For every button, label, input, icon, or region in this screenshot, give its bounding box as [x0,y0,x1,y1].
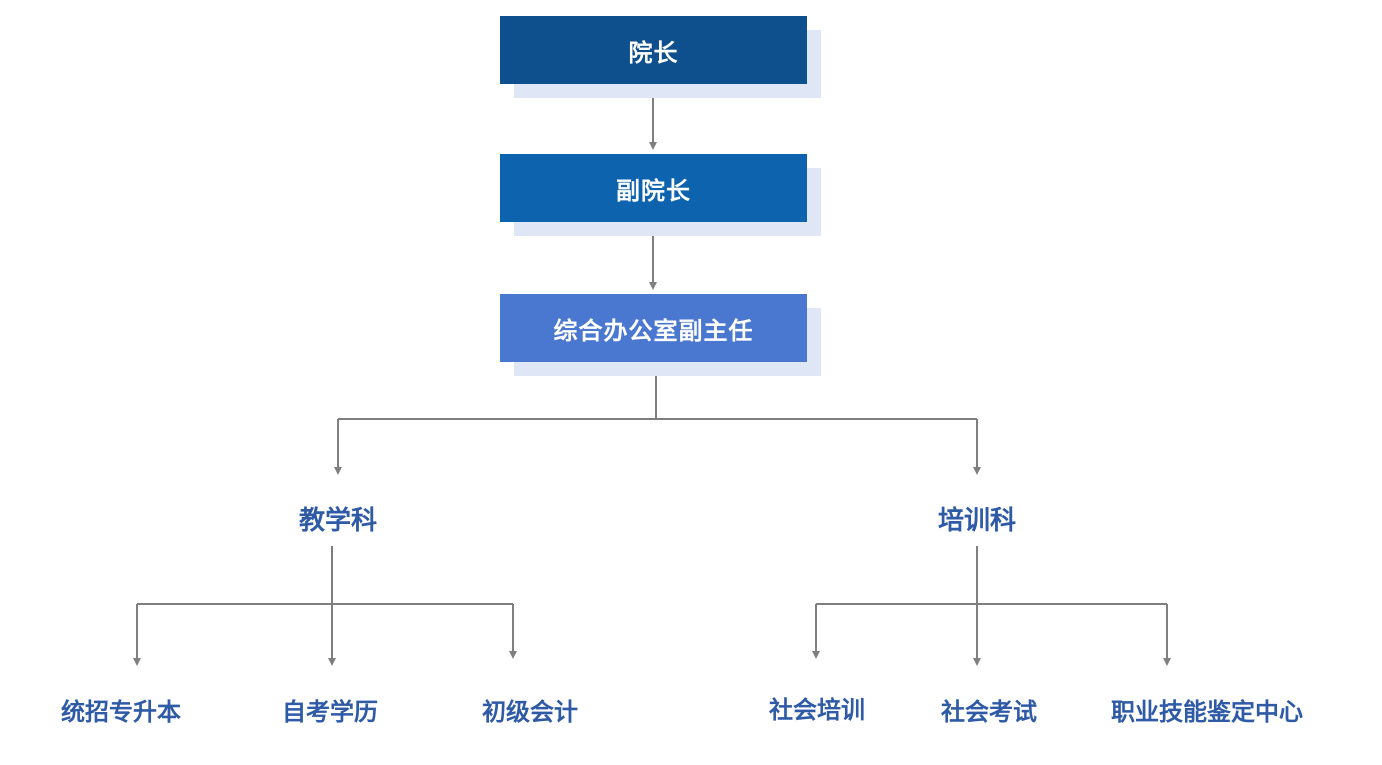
node-vice-dean-label: 副院长 [616,176,691,205]
node-office-label: 综合办公室副主任 [553,316,754,345]
node-dean: 院长 [500,16,807,84]
leaf-label: 社会考试 [941,698,1037,726]
leaf-label: 社会培训 [769,696,865,724]
dept-training-label: 培训科 [937,506,1017,536]
dept-teaching-label: 教学科 [298,506,378,536]
node-dean-label: 院长 [628,38,679,67]
node-office-deputy-director: 综合办公室副主任 [500,294,807,362]
leaf-label: 职业技能鉴定中心 [1111,698,1303,726]
leaf-label: 初级会计 [482,698,578,726]
leaf-label: 自考学历 [282,698,378,726]
leaf-label: 统招专升本 [61,698,181,726]
node-vice-dean: 副院长 [500,154,807,222]
